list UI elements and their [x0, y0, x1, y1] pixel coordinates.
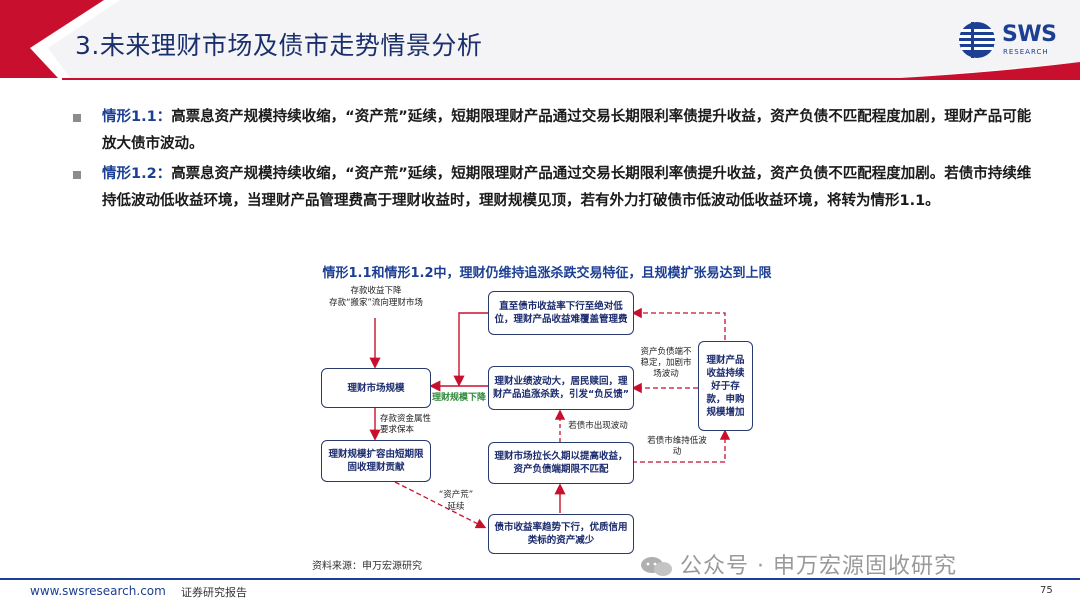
bullet-square-icon: [73, 114, 81, 122]
note-volatility: 若债市出现波动: [568, 421, 628, 431]
note-conservative: 存款资金属性要求保本: [380, 414, 432, 435]
bullet-item-2: 情形1.2：高票息资产规模持续收缩，“资产荒”延续，短期限理财产品通过交易长期限…: [70, 161, 1040, 215]
node-floor: 直至债市收益率下行至绝对低位，理财产品收益难覆盖管理费: [488, 291, 634, 335]
footer-url-link[interactable]: www.swsresearch.com: [30, 584, 166, 598]
arrow-floor-to-scale: [453, 312, 488, 387]
node-expand: 理财规模扩容由短期限固收理财贡献: [321, 440, 431, 482]
watermark: 公众号 · 申万宏源固收研究: [680, 554, 957, 579]
header-band: [0, 0, 1080, 80]
node-scale: 理财市场规模: [321, 368, 431, 408]
footer-divider: [0, 578, 1080, 580]
note-unstable: 资产负债端不稳定，加剧市场波动: [640, 347, 692, 379]
note-scale-down: 理财规模下降: [432, 393, 487, 403]
logo-subtext: RESEARCH: [1003, 48, 1049, 56]
sws-logo: SWS RESEARCH: [957, 20, 1062, 62]
note-asset-shortage-2: 延续: [447, 502, 465, 512]
node-feedback: 理财业绩波动大，居民赎回，理财产品追涨杀跌，引发“负反馈”: [488, 366, 634, 410]
page-title: 3.未来理财市场及债市走势情景分析: [75, 31, 483, 60]
note-low-vol: 若债市维持低波动: [647, 436, 707, 457]
source-note: 资料来源：申万宏源研究: [312, 561, 422, 572]
bullet-item-1: 情形1.1：高票息资产规模持续收缩，“资产荒”延续，短期限理财产品通过交易长期限…: [70, 104, 1040, 158]
logo-text: SWS: [1002, 22, 1057, 47]
bullet-square-icon: [73, 171, 81, 179]
sws-globe-icon: [959, 22, 995, 58]
wechat-icon: [641, 557, 672, 576]
arrow-expand-to-yield: [394, 481, 487, 529]
node-extend: 理财市场拉长久期以提高收益，资产负债端期限不匹配: [488, 442, 634, 484]
page-number: 75: [1040, 585, 1053, 596]
diagram-title: 情形1.1和情形1.2中，理财仍维持追涨杀跌交易特征，且规模扩张易达到上限: [322, 266, 772, 281]
bullet-text: 高票息资产规模持续收缩，“资产荒”延续，短期限理财产品通过交易长期限利率债提升收…: [102, 166, 1032, 209]
bullet-list: 情形1.1：高票息资产规模持续收缩，“资产荒”延续，短期限理财产品通过交易长期限…: [70, 104, 1040, 218]
bullet-label: 情形1.2：: [102, 166, 172, 182]
bullet-text: 高票息资产规模持续收缩，“资产荒”延续，短期限理财产品通过交易长期限利率债提升收…: [102, 109, 1032, 152]
arrow-good-to-floor: [631, 307, 726, 340]
note-deposit-line2: 存款“搬家”流向理财市场: [329, 298, 423, 308]
node-yield-down: 债市收益率趋势下行，优质信用类标的资产减少: [488, 514, 634, 554]
bullet-label: 情形1.1：: [102, 109, 172, 125]
footer-report-label: 证券研究报告: [181, 586, 247, 599]
arrow-extend-to-good: [632, 429, 731, 463]
note-deposit-line1: 存款收益下降: [350, 286, 402, 296]
note-asset-shortage-1: “资产荒”: [438, 490, 474, 500]
node-good: 理财产品收益持续好于存款，申购规模增加: [698, 341, 753, 431]
